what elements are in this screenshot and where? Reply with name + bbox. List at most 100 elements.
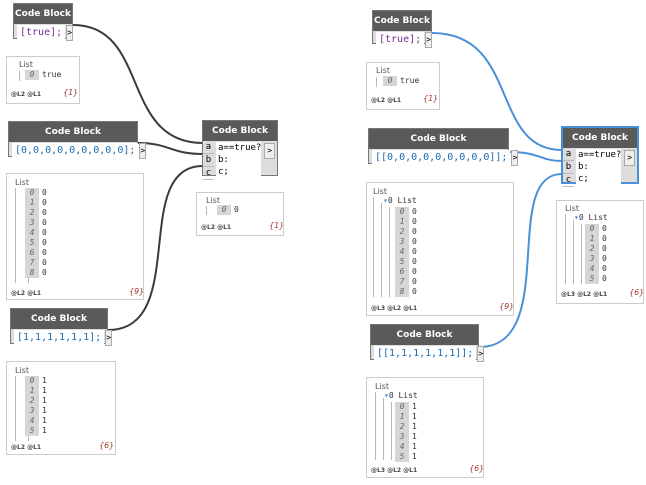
list-label: List [15,178,29,187]
code-block-zeros-right[interactable]: Code Block [[0,0,0,0,0,0,0,0,0]]; > [368,128,519,166]
code-line-3: c; [578,174,589,184]
node-title: Code Block [371,325,478,345]
output-port[interactable]: > [511,150,519,166]
item-count: {6} [469,464,485,473]
code-block-ones[interactable]: Code Block [1,1,1,1,1,1]; > [10,308,113,346]
code-text[interactable]: [0,0,0,0,0,0,0,0,0]; [12,143,139,159]
wire-zeros-to-b[interactable] [137,142,204,155]
code-block-ones-right[interactable]: Code Block [[1,1,1,1,1,1]]; > [370,324,485,362]
levels-label: @L2 @L1 [371,97,402,104]
output-port[interactable]: > [66,25,73,41]
node-title: Code Block [203,121,277,141]
code-block-zeros[interactable]: Code Block [0,0,0,0,0,0,0,0,0]; > [8,121,147,159]
list-label: List [206,196,220,205]
input-port-b[interactable]: b [203,154,214,167]
levels-label: @L2 @L1 [11,290,42,297]
code-text[interactable]: [[1,1,1,1,1,1]]; [374,346,477,362]
code-block-true-right[interactable]: Code Block [true]; > [372,10,432,48]
code-editor[interactable]: a==true? b: c; [576,149,622,187]
code-block-conditional-right[interactable]: Code Block a b c a==true? b: c; > [561,126,639,187]
input-port-c[interactable]: c [563,174,574,187]
code-line-3: c; [218,167,229,177]
code-line-2: b: [578,162,589,172]
code-text[interactable]: [true]; [376,32,425,48]
list-label: List [565,204,579,213]
code-text[interactable]: [1,1,1,1,1,1]; [14,330,105,346]
sublist-label: ▾0 List [384,391,418,400]
code-block-true[interactable]: Code Block [true]; > [13,3,73,41]
input-port-a[interactable]: a [563,148,574,161]
output-port[interactable]: > [105,330,113,346]
list-label: List [15,366,29,375]
node-title: Code Block [373,11,431,31]
sublist-label: ▾0 List [574,213,608,222]
output-port[interactable]: > [624,150,635,166]
levels-label: @L3 @L2 @L1 [371,467,418,474]
input-port-b[interactable]: b [563,161,574,174]
list-label: List [19,60,33,69]
item-count: {1} [63,88,79,97]
output-port[interactable]: > [264,143,275,159]
code-block-conditional[interactable]: Code Block a b c a==true? b: c; > [202,120,278,180]
input-port-c[interactable]: c [203,167,214,180]
input-port-a[interactable]: a [203,141,214,154]
code-editor[interactable]: a==true? b: c; [216,142,262,180]
item-count: {1} [423,94,439,103]
code-line-2: b: [218,155,229,165]
levels-label: @L2 @L1 [11,444,42,451]
item-count: {6} [629,288,645,297]
output-port[interactable]: > [477,346,485,362]
item-count: {6} [99,441,115,450]
code-text[interactable]: [true]; [17,25,66,41]
output-port[interactable]: > [139,143,147,159]
levels-label: @L3 @L2 @L1 [561,291,608,298]
node-title: Code Block [563,128,637,148]
output-port[interactable]: > [425,32,432,48]
item-count: {9} [499,302,515,311]
levels-label: @L2 @L1 [201,224,232,231]
item-count: {1} [269,221,285,230]
list-label: List [373,187,387,196]
item-count: {9} [129,287,145,296]
code-text[interactable]: [[0,0,0,0,0,0,0,0,0]]; [372,150,511,166]
code-line-1: a==true? [578,150,622,160]
levels-label: @L3 @L2 @L1 [371,305,418,312]
